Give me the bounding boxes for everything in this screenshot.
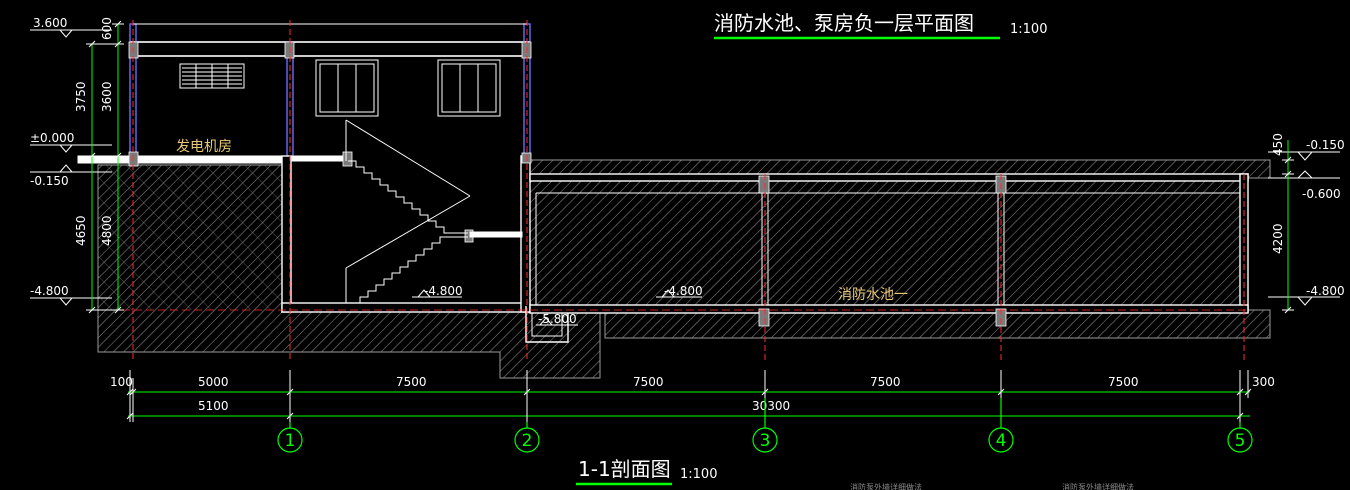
hdim-row1-3: 7500 <box>633 375 664 389</box>
elev-left-0: 3.600 <box>33 16 67 30</box>
elevation-markers-left <box>30 29 112 306</box>
vdim-left-3600: 3600 <box>100 81 114 112</box>
elevation-markers-right <box>1268 151 1340 306</box>
windows <box>179 59 501 117</box>
vdim-right-4200: 4200 <box>1271 223 1285 254</box>
grid-axis-lines <box>98 20 1248 360</box>
vdim-left-600: 600 <box>100 17 114 40</box>
hdim-row2-0: 5100 <box>198 399 229 413</box>
hdim-row1-1: 5000 <box>198 375 229 389</box>
axis-1-label: 1 <box>285 431 296 451</box>
vertical-dim-lines-right <box>1282 140 1294 314</box>
axis-2-bubble <box>514 427 540 453</box>
hdim-row1-5: 7500 <box>1108 375 1139 389</box>
elevation-markers-inner <box>412 289 702 326</box>
axis-2-label: 2 <box>522 431 533 451</box>
vdim-left-3750: 3750 <box>74 81 88 112</box>
elev-inner-pump: -4.800 <box>424 284 463 298</box>
room-label-fire-pool: 消防水池一 <box>838 287 908 303</box>
vdim-right-450: 450 <box>1271 133 1285 156</box>
elev-inner-pool: -4.800 <box>664 284 703 298</box>
elev-inner-sump: -5.800 <box>538 312 577 326</box>
plan-title-group: 消防水池、泵房负一层平面图 1:100 <box>714 11 1047 40</box>
hdim-row1-0: 100 <box>110 375 133 389</box>
axis-5-label: 5 <box>1235 431 1246 451</box>
hdim-row1-6: 300 <box>1252 375 1275 389</box>
hdim-row2-1: 30300 <box>752 399 790 413</box>
section-title-group: 1-1剖面图 1:100 <box>576 457 717 486</box>
stairs <box>345 119 471 304</box>
axis-4-label: 4 <box>996 431 1007 451</box>
axis-4-bubble <box>988 427 1014 453</box>
axis-3-bubble <box>752 427 778 453</box>
room-label-generator: 发电机房 <box>176 139 232 155</box>
section-scale: 1:100 <box>680 467 717 482</box>
elev-left-1: ±0.000 <box>30 131 74 145</box>
footer-note-1: 消防泵外墙详细做法 <box>850 482 922 490</box>
vdim-left-4800: 4800 <box>100 215 114 246</box>
vdim-left-4650: 4650 <box>74 215 88 246</box>
axis-3-label: 3 <box>760 431 771 451</box>
elev-left-3: -4.800 <box>30 284 69 298</box>
horizontal-dim-lines <box>126 370 1252 422</box>
axis-1-bubble <box>277 427 303 453</box>
axis-bubbles <box>277 398 1253 453</box>
axis-5-bubble <box>1227 427 1253 453</box>
elev-left-2: -0.150 <box>30 174 69 188</box>
footer-note-2: 消防泵外墙详细做法 <box>1062 482 1134 490</box>
elev-right-2: -4.800 <box>1306 284 1345 298</box>
plan-scale: 1:100 <box>1010 22 1047 37</box>
section-title: 1-1剖面图 <box>578 457 671 481</box>
hdim-row1-4: 7500 <box>870 375 901 389</box>
plan-title: 消防水池、泵房负一层平面图 <box>714 11 974 35</box>
hdim-row1-2: 7500 <box>396 375 427 389</box>
soil-hatching <box>97 159 1271 379</box>
elev-right-1: -0.600 <box>1302 187 1341 201</box>
vertical-dim-lines-left <box>86 20 124 314</box>
elev-right-0: -0.150 <box>1306 138 1345 152</box>
